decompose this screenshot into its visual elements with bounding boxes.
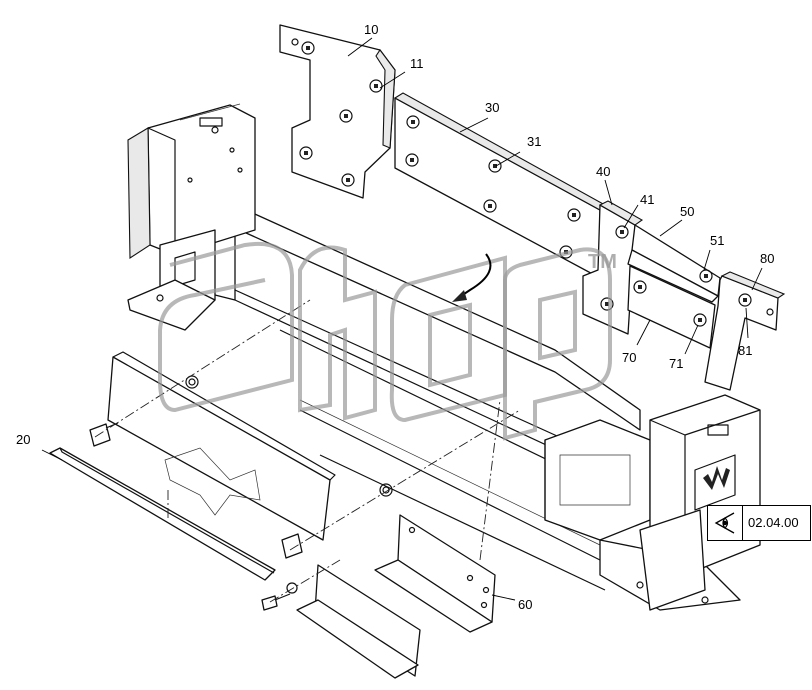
label-51: 51 [710, 233, 724, 248]
part-80-end-bar [704, 271, 786, 391]
part-70-panel [627, 265, 716, 349]
label-10: 10 [364, 22, 378, 37]
label-40: 40 [596, 164, 610, 179]
view-reference-code: 02.04.00 [748, 515, 799, 530]
callout-labels: 10 11 20 30 31 40 41 50 51 60 70 71 80 8… [16, 22, 774, 612]
label-20: 20 [16, 432, 30, 447]
label-71: 71 [669, 356, 683, 371]
label-81: 81 [738, 343, 752, 358]
trademark-text: TM [588, 251, 617, 273]
part-30-long-panel [393, 92, 606, 279]
label-80: 80 [760, 251, 774, 266]
assembly-center-lines [94, 299, 521, 603]
label-70: 70 [622, 350, 636, 365]
eye-view-icon [708, 506, 743, 540]
label-50: 50 [680, 204, 694, 219]
right-upright-bracket [639, 394, 761, 611]
label-60: 60 [518, 597, 532, 612]
label-30: 30 [485, 100, 499, 115]
part-60-angle-bracket [296, 514, 496, 679]
part-10-upper-panel [279, 24, 396, 199]
part-20-strip [49, 447, 276, 581]
view-reference-box[interactable]: 02.04.00 [707, 505, 811, 541]
label-31: 31 [527, 134, 541, 149]
curved-arrow-icon [452, 253, 492, 302]
watermark-logo: TM [158, 241, 617, 441]
callout-leaders [41, 37, 763, 601]
part-50-panel [627, 224, 721, 303]
label-41: 41 [640, 192, 654, 207]
label-11: 11 [410, 56, 424, 71]
